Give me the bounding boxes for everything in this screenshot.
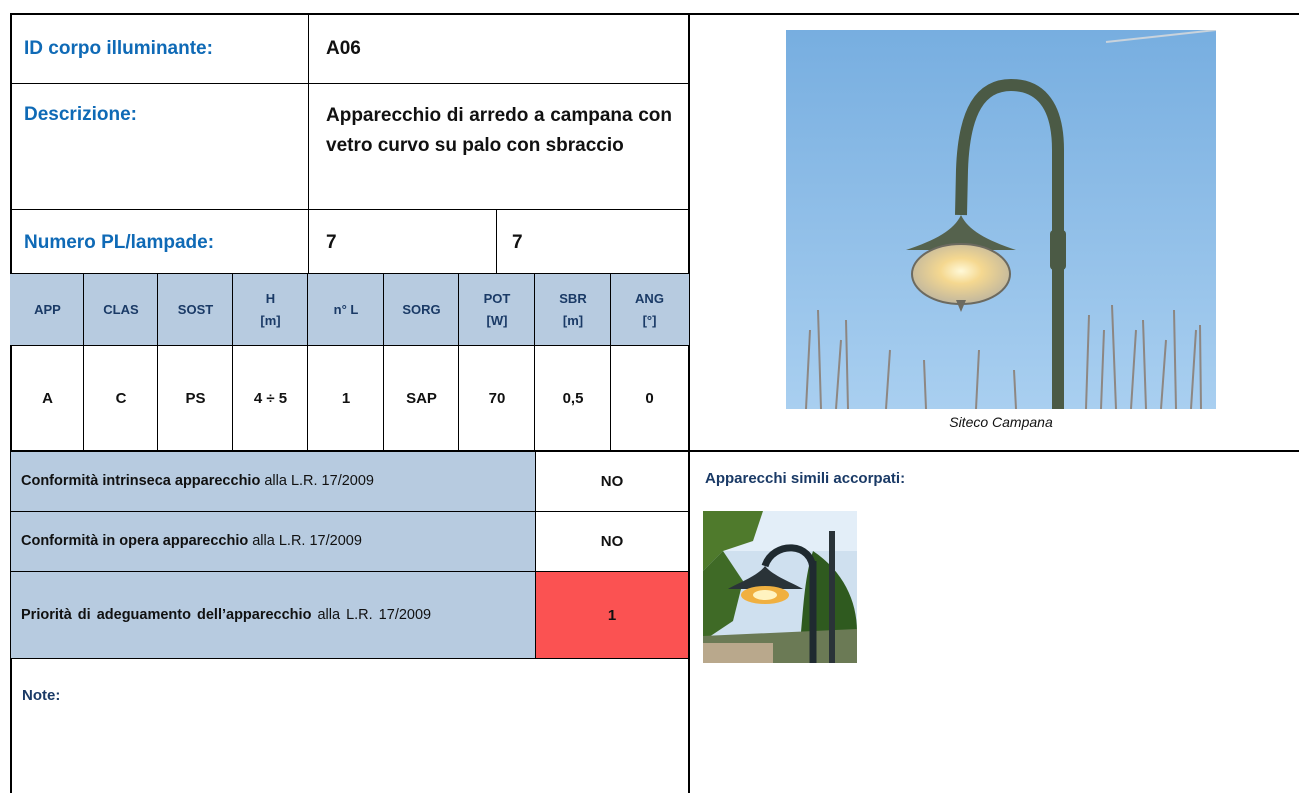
value-nl: 1 — [341, 389, 351, 407]
value-sorg: SAP — [406, 389, 437, 407]
col-line — [534, 274, 535, 450]
value-sost: PS — [185, 389, 206, 407]
numero-pl-value: 7 — [326, 232, 337, 253]
notes-label: Note: — [22, 687, 61, 704]
conformity-in-opera-label: Conformità in opera apparecchio alla L.R… — [11, 512, 535, 571]
header-sbr: SBR [m] — [535, 274, 611, 345]
description-value: Apparecchio di arredo a campana con vetr… — [326, 105, 672, 156]
header-unit: [m] — [562, 312, 584, 328]
header-label: n° L — [333, 301, 359, 317]
priority-value: 1 — [536, 572, 688, 658]
conformity-in-opera-value: NO — [600, 533, 624, 550]
header-pot: POT [W] — [459, 274, 535, 345]
row-line — [10, 511, 689, 512]
value-clas: C — [115, 389, 127, 407]
value-h: 4 ÷ 5 — [253, 389, 288, 407]
conformity-intrinsic-bold: Conformità intrinseca apparecchio — [21, 473, 261, 489]
col-line — [307, 274, 308, 450]
col-line — [308, 13, 309, 273]
numero-lampade-value: 7 — [512, 232, 523, 253]
col-line — [610, 274, 611, 450]
header-nl: n° L — [308, 274, 384, 345]
lamp-photo — [786, 29, 1217, 410]
row-line — [10, 571, 689, 572]
header-unit: [m] — [260, 312, 281, 328]
value-sbr: 0,5 — [562, 389, 584, 407]
conformity-intrinsic-label: Conformità intrinseca apparecchio alla L… — [11, 452, 535, 511]
col-line — [496, 209, 497, 273]
header-label: POT — [483, 290, 511, 306]
header-sorg: SORG — [384, 274, 459, 345]
col-line — [383, 274, 384, 450]
header-label: SBR — [559, 290, 587, 306]
row-line — [10, 273, 689, 274]
col-line — [83, 274, 84, 450]
similar-label: Apparecchi simili accorpati: — [705, 470, 906, 487]
header-label: ANG — [635, 290, 664, 306]
col-line — [232, 274, 233, 450]
header-label: H — [265, 290, 276, 306]
numero-label: Numero PL/lampade: — [24, 232, 215, 253]
photo-caption: Siteco Campana — [949, 414, 1053, 430]
header-app: APP — [11, 274, 84, 345]
left-border — [10, 13, 12, 793]
priority-rest: alla L.R. 17/2009 — [311, 606, 432, 623]
row-line — [10, 450, 1299, 452]
header-label: CLAS — [103, 301, 139, 317]
col-line — [157, 274, 158, 450]
id-label: ID corpo illuminante: — [24, 38, 213, 59]
conformity-in-opera-rest: alla L.R. 17/2009 — [248, 533, 362, 549]
value-ang: 0 — [645, 389, 654, 407]
conformity-intrinsic-value: NO — [600, 473, 624, 490]
id-value: A06 — [326, 38, 361, 59]
priority-label: Priorità di adeguamento dell’apparecchio… — [11, 572, 535, 658]
row-line — [10, 209, 689, 210]
col-line — [458, 274, 459, 450]
conformity-in-opera-bold: Conformità in opera apparecchio — [21, 533, 249, 549]
conformity-intrinsic-rest: alla L.R. 17/2009 — [260, 473, 374, 489]
header-label: APP — [34, 301, 61, 317]
header-unit: [°] — [642, 312, 657, 328]
header-label: SORG — [402, 301, 441, 317]
row-line — [10, 658, 689, 659]
header-label: SOST — [177, 301, 214, 317]
header-clas: CLAS — [84, 274, 158, 345]
description-label: Descrizione: — [24, 104, 137, 125]
similar-photo — [703, 511, 857, 663]
value-pot: 70 — [488, 389, 506, 407]
header-h: H [m] — [233, 274, 308, 345]
header-unit: [W] — [486, 312, 508, 328]
top-border — [10, 13, 1299, 15]
header-sost: SOST — [158, 274, 233, 345]
middle-border — [688, 13, 690, 793]
row-line — [10, 345, 689, 346]
row-line — [10, 83, 689, 84]
col-line — [535, 452, 536, 658]
value-app: A — [42, 389, 53, 407]
header-ang: ANG [°] — [611, 274, 688, 345]
priority-bold: Priorità di adeguamento dell’apparecchio — [21, 606, 312, 623]
